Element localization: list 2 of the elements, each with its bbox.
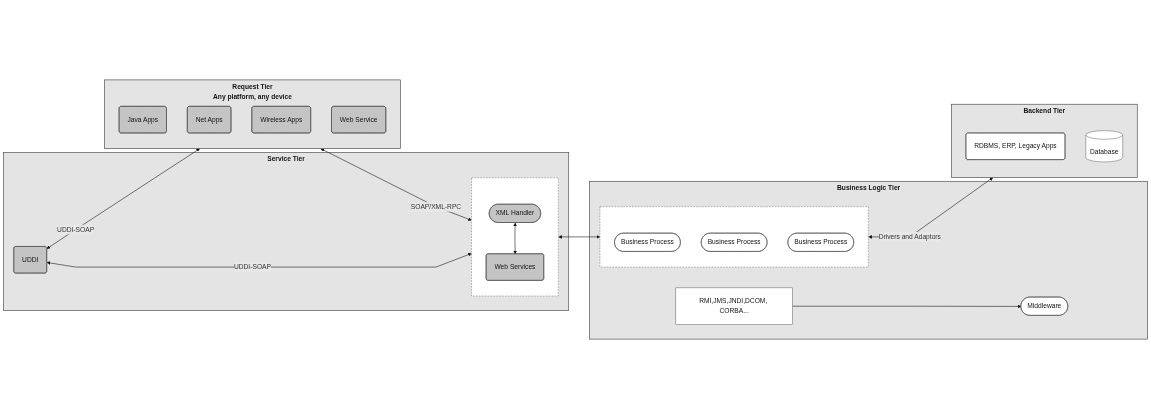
cluster: [471, 177, 559, 297]
cluster: [599, 206, 869, 268]
